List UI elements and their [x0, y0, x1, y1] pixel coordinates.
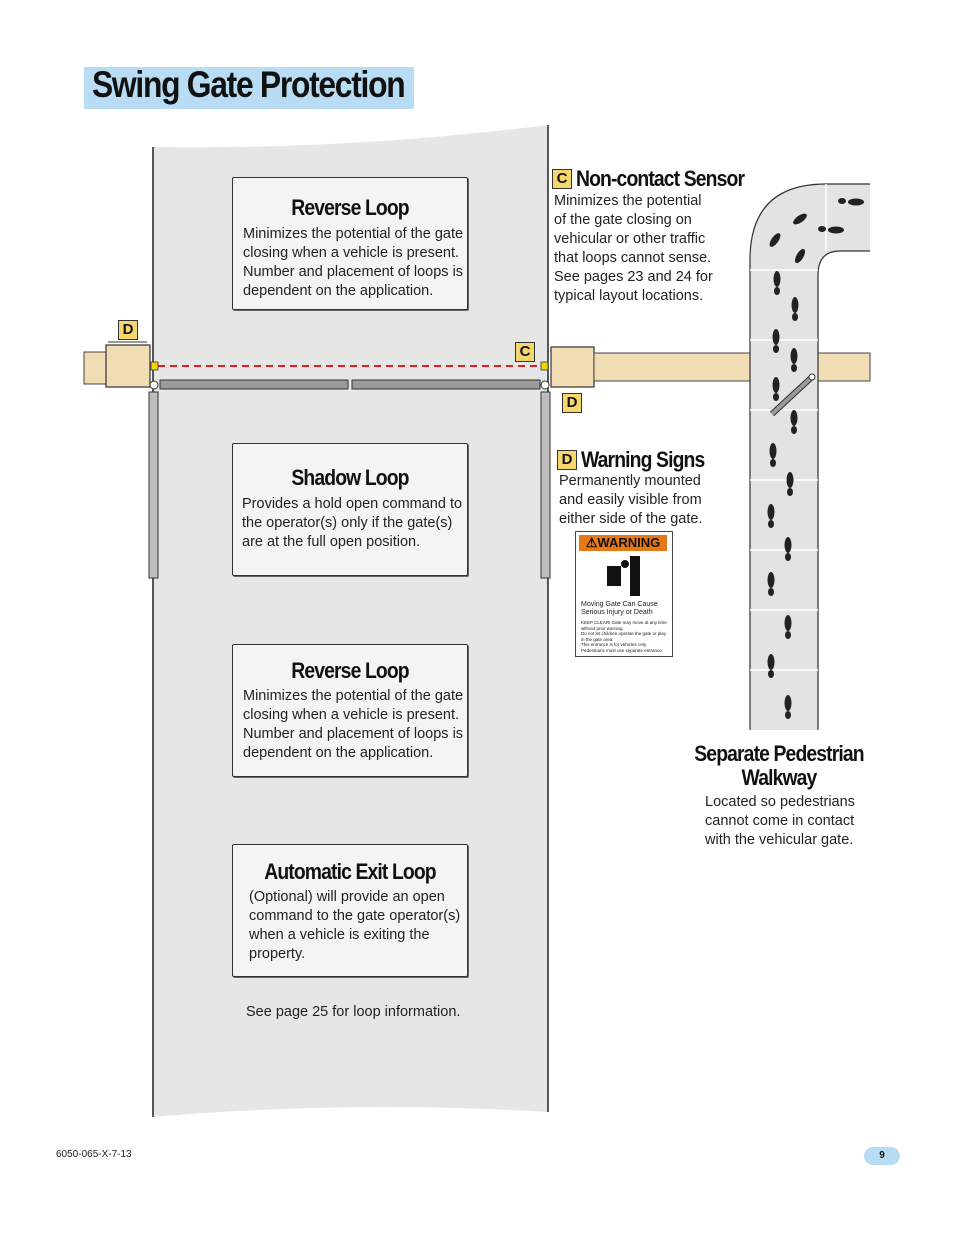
automatic-exit-loop-box: Automatic Exit Loop (Optional) will prov…: [232, 844, 468, 977]
hinge-right: [540, 380, 550, 390]
tag-d-left: D: [118, 320, 138, 340]
shadow-loop-title: Shadow Loop: [291, 465, 409, 490]
warning-triangle-icon: ⚠: [585, 535, 598, 550]
right-wall: [593, 352, 751, 382]
warning-sign-header: ⚠WARNING: [579, 535, 667, 551]
non-contact-sensor-text: Minimizes the potential of the gate clos…: [554, 193, 713, 304]
gate-open-left: [148, 391, 159, 579]
tag-d-right: D: [562, 393, 582, 413]
pedestrian-walkway-title: Separate Pedestrian Walkway: [694, 741, 864, 790]
far-right-wall: [817, 352, 871, 382]
gate-leaf-left: [159, 379, 349, 390]
reverse-loop-top-box: Reverse Loop Minimizes the potential of …: [232, 177, 468, 310]
shadow-loop-box: Shadow Loop Provides a hold open command…: [232, 443, 468, 576]
photo-eye-left: [150, 361, 159, 371]
left-wall: [83, 351, 107, 385]
page-title: Swing Gate Protection: [92, 64, 406, 105]
tag-c-right: C: [515, 342, 535, 362]
reverse-loop-top-title: Reverse Loop: [291, 195, 409, 220]
gate-leaf-right: [351, 379, 541, 390]
page-number: 9: [864, 1147, 900, 1165]
document-code: 6050-065-X-7-13: [56, 1149, 132, 1160]
warning-signs-title: Warning Signs: [581, 447, 705, 472]
left-pillar: [105, 344, 151, 388]
tag-d-warning: D: [557, 450, 577, 470]
reverse-loop-bottom-text: Minimizes the potential of the gate clos…: [243, 688, 464, 761]
shadow-loop-text: Provides a hold open command to the oper…: [242, 496, 463, 550]
warning-sign-main-text: Moving Gate Can Cause Serious Injury or …: [581, 601, 658, 616]
warning-sign-fine-print: KEEP CLEAR! Gate may move at any time wi…: [581, 620, 667, 653]
pedestrian-walkway: [750, 184, 870, 730]
warning-sign: ⚠WARNING Moving Gate Can Cause Serious I…: [575, 531, 673, 657]
non-contact-sensor-title: Non-contact Sensor: [576, 166, 745, 191]
tag-c-sensor: C: [552, 169, 572, 189]
photo-eye-right: [540, 361, 549, 371]
reverse-loop-bottom-box: Reverse Loop Minimizes the potential of …: [232, 644, 468, 777]
hinge-left: [149, 380, 159, 390]
right-pillar: [550, 346, 595, 388]
warning-signs-text: Permanently mounted and easily visible f…: [559, 473, 703, 527]
automatic-exit-loop-title: Automatic Exit Loop: [264, 859, 436, 884]
crush-hazard-icon: [607, 556, 640, 596]
footprints: [767, 198, 864, 719]
gate-open-right: [540, 391, 551, 579]
reverse-loop-bottom-title: Reverse Loop: [291, 658, 409, 683]
reverse-loop-top-text: Minimizes the potential of the gate clos…: [243, 226, 464, 299]
title-background: [84, 67, 414, 109]
loop-note: See page 25 for loop information.: [246, 1004, 461, 1020]
automatic-exit-loop-text: (Optional) will provide an open command …: [249, 889, 461, 962]
pedestrian-walkway-text: Located so pedestrians cannot come in co…: [705, 794, 855, 848]
